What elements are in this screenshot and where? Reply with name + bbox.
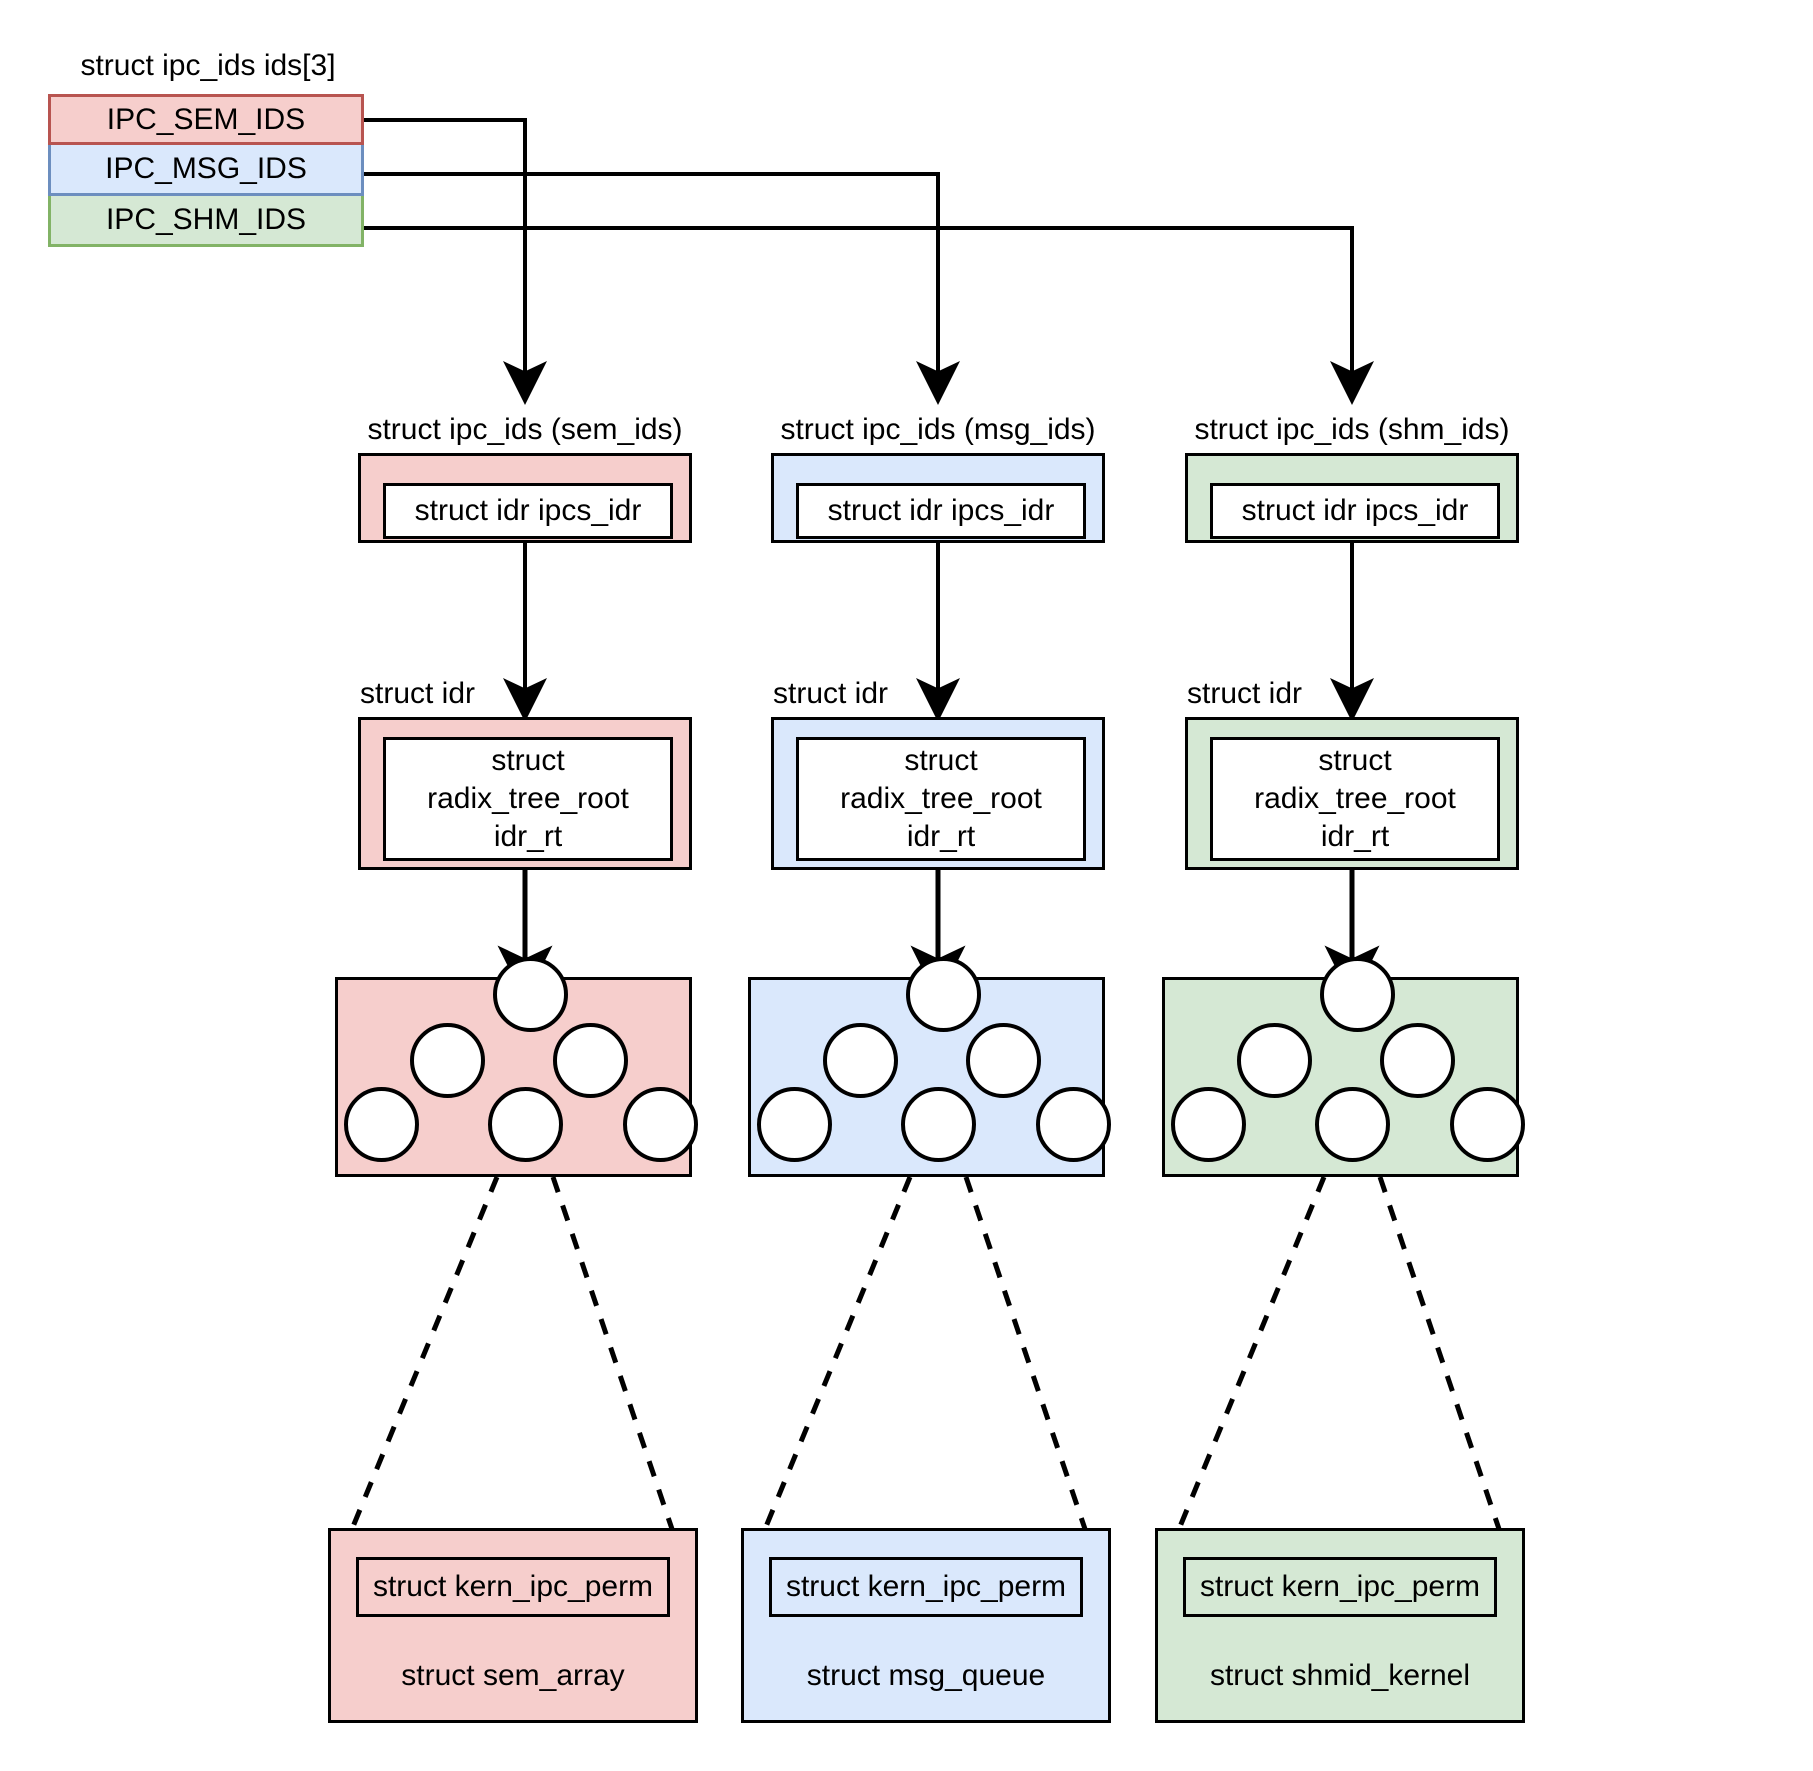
col-sem-leaf-box[interactable]: struct kern_ipc_perm struct sem_array	[328, 1528, 698, 1723]
tree-node[interactable]	[757, 1087, 832, 1162]
radix-root-line1: struct	[491, 744, 565, 777]
col-msg-kern-ipc-perm-box[interactable]: struct kern_ipc_perm	[769, 1557, 1083, 1617]
radix-root-line1: struct	[904, 744, 978, 777]
col-sem-kern-ipc-perm-box[interactable]: struct kern_ipc_perm	[356, 1557, 670, 1617]
col-msg-ipc-ids-box[interactable]: struct idr ipcs_idr	[771, 453, 1105, 543]
ids-row-shm[interactable]: IPC_SHM_IDS	[48, 196, 364, 247]
col-sem-idr-box[interactable]: struct radix_tree_root idr_rt	[358, 717, 692, 870]
tree-node[interactable]	[1380, 1023, 1455, 1098]
col-sem-ipc-ids-label: struct ipc_ids (sem_ids)	[367, 413, 683, 446]
col-sem-ipcs-idr-box[interactable]: struct idr ipcs_idr	[383, 483, 673, 539]
col-msg-idr-label: struct idr	[773, 677, 889, 710]
col-msg-ipc-ids-label: struct ipc_ids (msg_ids)	[780, 413, 1096, 446]
radix-root-line2: radix_tree_root	[840, 782, 1042, 815]
col-shm-leaf-caption: struct shmid_kernel	[1209, 1659, 1471, 1692]
col-shm-idr-label: struct idr	[1187, 677, 1303, 710]
col-msg-radix-root-box[interactable]: struct radix_tree_root idr_rt	[796, 737, 1086, 861]
col-shm-leaf-box[interactable]: struct kern_ipc_perm struct shmid_kernel	[1155, 1528, 1525, 1723]
tree-node[interactable]	[344, 1087, 419, 1162]
col-sem-ipc-ids-box[interactable]: struct idr ipcs_idr	[358, 453, 692, 543]
tree-node[interactable]	[623, 1087, 698, 1162]
tree-node[interactable]	[823, 1023, 898, 1098]
tree-node[interactable]	[1450, 1087, 1525, 1162]
ids-row-msg[interactable]: IPC_MSG_IDS	[48, 145, 364, 196]
tree-node[interactable]	[1171, 1087, 1246, 1162]
tree-node[interactable]	[410, 1023, 485, 1098]
tree-node[interactable]	[1320, 957, 1395, 1032]
col-sem-leaf-caption: struct sem_array	[401, 1659, 625, 1692]
col-shm-ipc-ids-label: struct ipc_ids (shm_ids)	[1194, 413, 1510, 446]
col-msg-leaf-box[interactable]: struct kern_ipc_perm struct msg_queue	[741, 1528, 1111, 1723]
col-shm-ipc-ids-box[interactable]: struct idr ipcs_idr	[1185, 453, 1519, 543]
radix-root-line2: radix_tree_root	[427, 782, 629, 815]
tree-node[interactable]	[906, 957, 981, 1032]
col-sem-radix-tree-box[interactable]	[335, 957, 698, 1177]
col-shm-idr-box[interactable]: struct radix_tree_root idr_rt	[1185, 717, 1519, 870]
col-sem-idr-label: struct idr	[360, 677, 476, 710]
ids-array-title: struct ipc_ids ids[3]	[80, 49, 336, 82]
col-shm-radix-root-box[interactable]: struct radix_tree_root idr_rt	[1210, 737, 1500, 861]
tree-node[interactable]	[553, 1023, 628, 1098]
tree-node[interactable]	[1036, 1087, 1111, 1162]
col-msg-radix-tree-box[interactable]	[748, 957, 1111, 1177]
col-shm-ipcs-idr-box[interactable]: struct idr ipcs_idr	[1210, 483, 1500, 539]
radix-root-line1: struct	[1318, 744, 1392, 777]
col-shm-radix-tree-box[interactable]	[1162, 957, 1525, 1177]
tree-node[interactable]	[493, 957, 568, 1032]
radix-root-line2: radix_tree_root	[1254, 782, 1456, 815]
tree-node[interactable]	[901, 1087, 976, 1162]
tree-node[interactable]	[1315, 1087, 1390, 1162]
tree-node[interactable]	[488, 1087, 563, 1162]
tree-node[interactable]	[1237, 1023, 1312, 1098]
col-msg-leaf-caption: struct msg_queue	[806, 1659, 1046, 1692]
col-msg-idr-box[interactable]: struct radix_tree_root idr_rt	[771, 717, 1105, 870]
col-shm-kern-ipc-perm-box[interactable]: struct kern_ipc_perm	[1183, 1557, 1497, 1617]
ids-array-table: IPC_SEM_IDS IPC_MSG_IDS IPC_SHM_IDS	[48, 94, 364, 247]
radix-root-line3: idr_rt	[493, 820, 563, 853]
tree-node[interactable]	[966, 1023, 1041, 1098]
radix-root-line3: idr_rt	[906, 820, 976, 853]
col-sem-radix-root-box[interactable]: struct radix_tree_root idr_rt	[383, 737, 673, 861]
ids-row-sem[interactable]: IPC_SEM_IDS	[48, 94, 364, 145]
radix-root-line3: idr_rt	[1320, 820, 1390, 853]
col-msg-ipcs-idr-box[interactable]: struct idr ipcs_idr	[796, 483, 1086, 539]
